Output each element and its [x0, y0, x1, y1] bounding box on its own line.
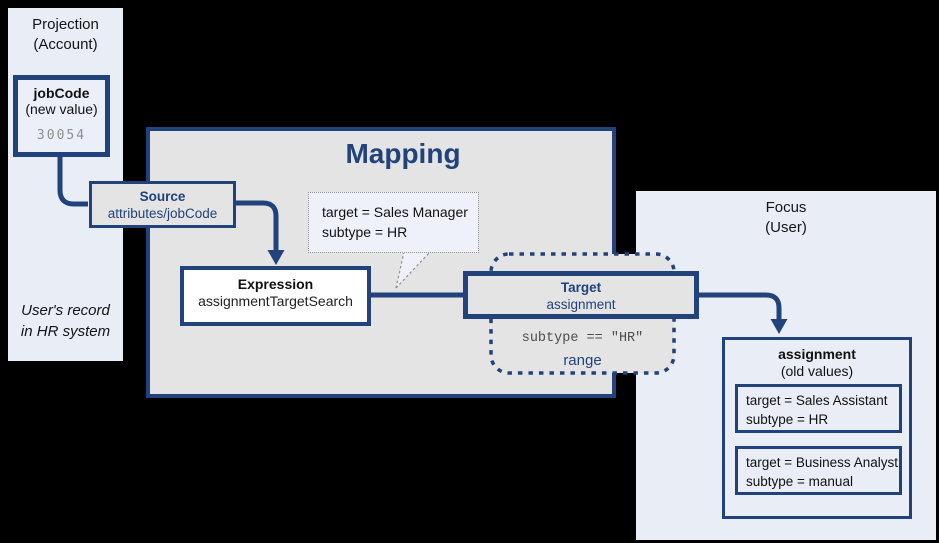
assignment-qualifier: (old values)	[780, 363, 854, 379]
projection-title-line2: (Account)	[33, 36, 98, 53]
jobcode-qualifier: (new value)	[25, 101, 98, 117]
projection-note-line2: in HR system	[20, 323, 111, 340]
focus-title: Focus (User)	[636, 191, 936, 238]
projection-title: Projection (Account)	[8, 8, 123, 55]
jobcode-name: jobCode	[33, 85, 90, 101]
assignment-value-2: target = Business Analyst subtype = manu…	[735, 446, 902, 495]
focus-title-line2: (User)	[765, 219, 807, 236]
jobcode-value: 30054	[36, 128, 87, 143]
arrowhead-expression	[267, 250, 285, 265]
mapping-title: Mapping	[345, 138, 461, 169]
range-label: range	[563, 352, 602, 369]
source-path: attributes/jobCode	[107, 206, 218, 221]
assignment-box: assignment (old values) target = Sales A…	[722, 337, 912, 519]
focus-title-line1: Focus	[765, 199, 807, 216]
jobcode-box: jobCode (new value) 30054	[13, 75, 110, 157]
assignment-value-1-line1: target = Sales Assistant	[746, 393, 888, 408]
mapping-result-bubble: target = Sales Manager subtype = HR	[308, 192, 479, 253]
connector-target-to-assignment	[698, 292, 782, 320]
projection-note: User's record in HR system	[8, 300, 123, 342]
bubble-tail-outline	[395, 251, 431, 289]
bubble-line2: subtype = HR	[322, 224, 408, 240]
projection-note-line1: User's record	[21, 302, 110, 319]
assignment-value-1: target = Sales Assistant subtype = HR	[735, 384, 902, 433]
expression-box: Expression assignmentTargetSearch	[180, 266, 371, 326]
expression-name: assignmentTargetSearch	[198, 293, 353, 309]
target-name: assignment	[546, 297, 616, 312]
projection-title-line1: Projection	[32, 16, 99, 33]
assignment-value-1-line2: subtype = HR	[746, 412, 829, 427]
assignment-value-2-line2: subtype = manual	[746, 474, 853, 489]
source-box: Source attributes/jobCode	[89, 181, 236, 228]
target-box: Target assignment	[463, 271, 699, 319]
assignment-value-2-line1: target = Business Analyst	[746, 455, 898, 470]
assignment-name: assignment	[778, 346, 856, 362]
arrowhead-assignment	[770, 319, 788, 334]
connector-jobcode-to-source	[57, 157, 88, 207]
connector-source-to-expression	[235, 200, 279, 251]
source-label: Source	[139, 189, 186, 204]
target-label: Target	[560, 280, 602, 295]
bubble-line1: target = Sales Manager	[322, 204, 468, 220]
range-condition: subtype == "HR"	[521, 331, 644, 346]
expression-label: Expression	[237, 276, 314, 292]
